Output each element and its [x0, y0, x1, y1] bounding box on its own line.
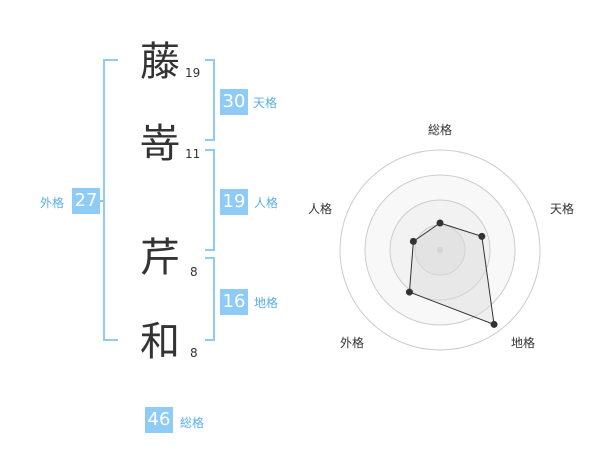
radar-point-4 [409, 237, 417, 245]
chikaku-bracket [205, 257, 215, 341]
tenkaku-value-badge: 30 [220, 89, 248, 115]
radar-center [437, 247, 443, 253]
radar-point-2 [490, 320, 498, 328]
radar-point-0 [436, 219, 444, 227]
radar-point-3 [405, 288, 413, 296]
radar-axis-label-tenkaku: 天格 [550, 202, 575, 216]
gaikaku-label: 外格 [40, 196, 65, 210]
gaikaku-value-badge: 27 [72, 188, 100, 214]
soukaku-value-badge: 46 [145, 407, 173, 433]
radar-series-polygon [408, 222, 495, 326]
chikaku-value-badge: 16 [220, 289, 248, 315]
tenkaku-bracket [205, 59, 215, 141]
radar-axis-label-gaikaku: 外格 [340, 336, 365, 350]
tenkaku-label: 天格 [253, 96, 278, 110]
stroke-count-2: 11 [185, 147, 201, 161]
name-char-2: 嵜 [140, 121, 180, 167]
chikaku-label: 地格 [254, 296, 279, 310]
radar-axis-label-jinkaku: 人格 [308, 202, 333, 216]
stroke-count-3: 8 [190, 265, 198, 279]
name-char-3: 芹 [140, 235, 180, 281]
soukaku-label: 総格 [180, 416, 205, 430]
stroke-count-1: 19 [185, 66, 201, 80]
stroke-count-4: 8 [190, 346, 198, 360]
jinkaku-label: 人格 [254, 196, 279, 210]
jinkaku-bracket [205, 149, 215, 251]
name-char-4: 和 [140, 319, 180, 365]
jinkaku-value-badge: 19 [220, 189, 248, 215]
radar-axis-label-chikaku: 地格 [511, 336, 536, 350]
name-char-1: 藤 [140, 39, 180, 85]
radar-point-1 [478, 232, 486, 240]
radar-axis-label-soukaku: 総格 [428, 123, 453, 137]
